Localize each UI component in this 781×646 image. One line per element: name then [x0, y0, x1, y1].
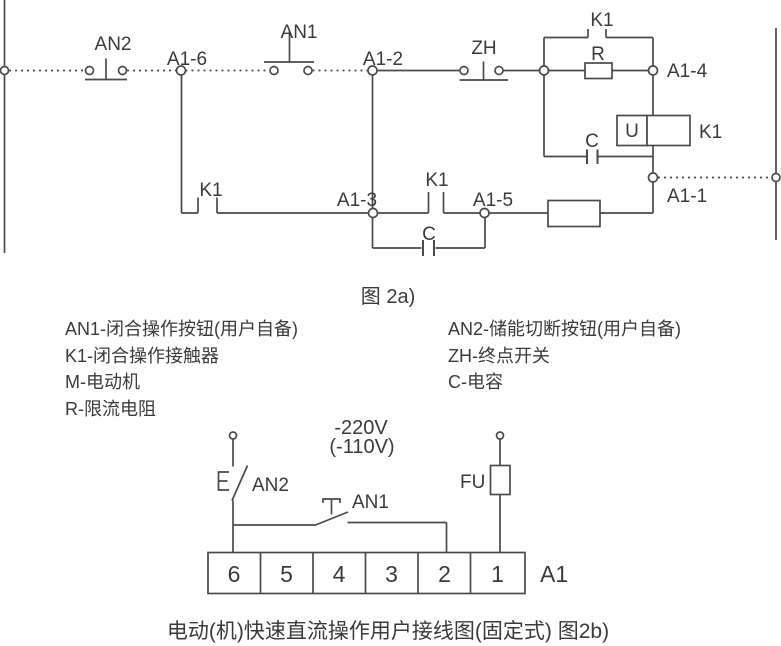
label-an1-2b: AN1: [352, 492, 389, 513]
legend-item-c: C-电容: [448, 372, 503, 392]
label-an2: AN2: [95, 34, 132, 55]
label-zh: ZH: [471, 38, 496, 59]
coil-u-box: [616, 114, 648, 147]
label-an1: AN1: [281, 22, 318, 43]
label-r: R: [591, 44, 605, 65]
label-a1-block: A1: [540, 561, 568, 587]
node-a1-6: [175, 65, 187, 76]
figure-2b-caption: 电动(机)快速直流操作用户接线图(固定式) 图2b): [166, 620, 610, 643]
zh-terminal-right: [494, 65, 504, 76]
an2-terminal-right: [117, 65, 128, 76]
label-k1-coil: K1: [699, 122, 722, 143]
figure-2a-caption: 图 2a): [360, 286, 416, 308]
left-rail-node: [0, 65, 10, 76]
label-k1-rail: K1: [590, 10, 613, 31]
capacitor-lower-plates: [422, 240, 435, 256]
an2-supply-terminal: [228, 431, 238, 440]
label-a1-4: A1-4: [667, 61, 708, 82]
label-k1-mid: K1: [425, 170, 448, 191]
an1-pushbutton-symbol: [264, 31, 314, 63]
legend-item-an1: AN1-闭合操作按钮(用户自备): [65, 319, 298, 339]
legend-item-an2: AN2-储能切断按钮(用户自备): [448, 319, 681, 339]
legend-item-zh: ZH-终点开关: [448, 345, 550, 366]
label-a1-2: A1-2: [363, 49, 403, 70]
capacitor-upper-plates: [586, 149, 599, 164]
label-a1-3: A1-3: [337, 190, 377, 211]
right-rail-node: [771, 172, 781, 183]
node-a1-5: [479, 207, 490, 219]
wires-solid: [3, 0, 777, 253]
fuse-fu-box: [489, 464, 511, 496]
terminal-3: 3: [385, 561, 398, 587]
an1-terminal-left: [269, 65, 279, 76]
zh-terminal-left: [459, 65, 469, 76]
an1-terminal-right: [303, 65, 313, 76]
coil-k1-box: [646, 114, 691, 147]
terminal-5: 5: [280, 561, 293, 587]
label-a1-5: A1-5: [473, 190, 513, 211]
figure-2b-diagram: -220V (-110V) AN2 AN1 FU A1 6 5 4 3 2 1: [207, 417, 568, 595]
label-u-coil: U: [625, 121, 639, 142]
node-a1-4: [647, 65, 659, 76]
legend-right-column: AN2-储能切断按钮(用户自备) ZH-终点开关 C-电容: [448, 316, 681, 396]
resistor-r-box: [584, 62, 613, 80]
junction-node: [538, 65, 550, 76]
label-voltage-220: -220V: [334, 417, 388, 439]
label-fu: FU: [460, 472, 485, 493]
label-c-lower: C: [422, 224, 436, 245]
label-a1-6: A1-6: [167, 49, 207, 70]
terminal-6: 6: [228, 561, 241, 587]
an2-terminal-left: [84, 65, 95, 76]
terminal-2: 2: [438, 561, 451, 587]
an1-knife-actuator: [322, 498, 341, 515]
wires-2b: [231, 439, 501, 553]
label-voltage-110: (-110V): [329, 436, 394, 458]
node-a1-2: [367, 65, 378, 76]
an2-pushbutton-symbol: [85, 58, 127, 81]
terminal-block-dividers: [259, 552, 472, 594]
terminal-4: 4: [333, 561, 346, 587]
load-box: [547, 199, 601, 228]
label-c-upper: C: [585, 131, 599, 152]
label-a1-1: A1-1: [667, 186, 707, 207]
an2-nc-actuator: [217, 471, 229, 491]
fu-supply-terminal: [495, 431, 505, 440]
legend-item-k1: K1-闭合操作接触器: [65, 345, 220, 366]
wires-dotted: [9, 69, 772, 179]
terminal-1: 1: [491, 561, 504, 587]
terminal-block: [207, 551, 526, 595]
legend-left-column: AN1-闭合操作按钮(用户自备) K1-闭合操作接触器 M-电动机 R-限流电阻: [65, 316, 298, 422]
node-a1-3: [367, 207, 379, 219]
legend-item-r: R-限流电阻: [65, 398, 156, 419]
figure-2a-diagram: AN2 A1-6 AN1 A1-2 ZH K1 R A1-4 U K1 C A1…: [0, 0, 781, 256]
label-an2-2b: AN2: [252, 475, 289, 496]
node-a1-1: [647, 172, 659, 183]
legend-item-m: M-电动机: [65, 372, 140, 392]
zh-switch-symbol: [459, 61, 508, 81]
label-k1-left: K1: [199, 180, 222, 201]
